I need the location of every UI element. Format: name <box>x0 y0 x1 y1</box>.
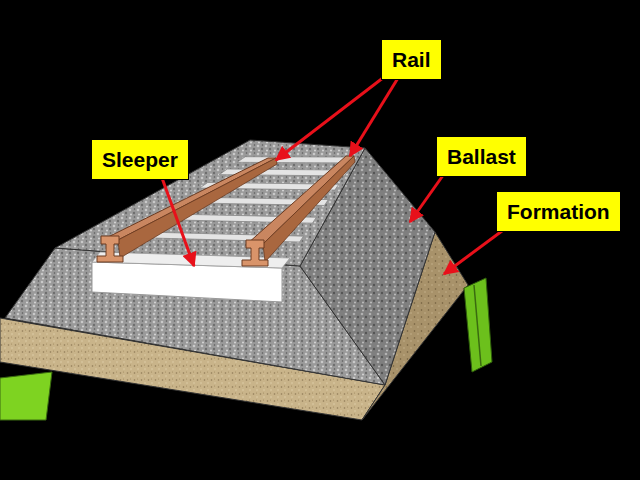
label-box: Sleeper <box>91 139 189 180</box>
label-box: Rail <box>381 39 442 80</box>
part-label: Rail <box>392 47 431 72</box>
part-label: Formation <box>507 199 610 224</box>
rail-profile <box>242 240 268 266</box>
sleeper <box>92 262 282 302</box>
label-box: Formation <box>496 191 621 232</box>
leader-arrow <box>444 228 506 274</box>
label-box: Ballast <box>436 136 527 177</box>
rail-profile <box>97 236 123 262</box>
leader-arrow <box>162 178 194 266</box>
leader-arrow <box>410 174 444 222</box>
ground-grass <box>464 278 492 372</box>
rail-web <box>263 156 355 262</box>
ground-grass <box>0 372 52 420</box>
part-label: Ballast <box>447 144 516 169</box>
rail <box>247 156 354 244</box>
leader-arrow <box>350 78 398 156</box>
leader-arrow <box>276 74 388 160</box>
part-label: Sleeper <box>102 147 178 172</box>
grass-edge <box>474 285 481 366</box>
ballast-top <box>55 140 365 266</box>
